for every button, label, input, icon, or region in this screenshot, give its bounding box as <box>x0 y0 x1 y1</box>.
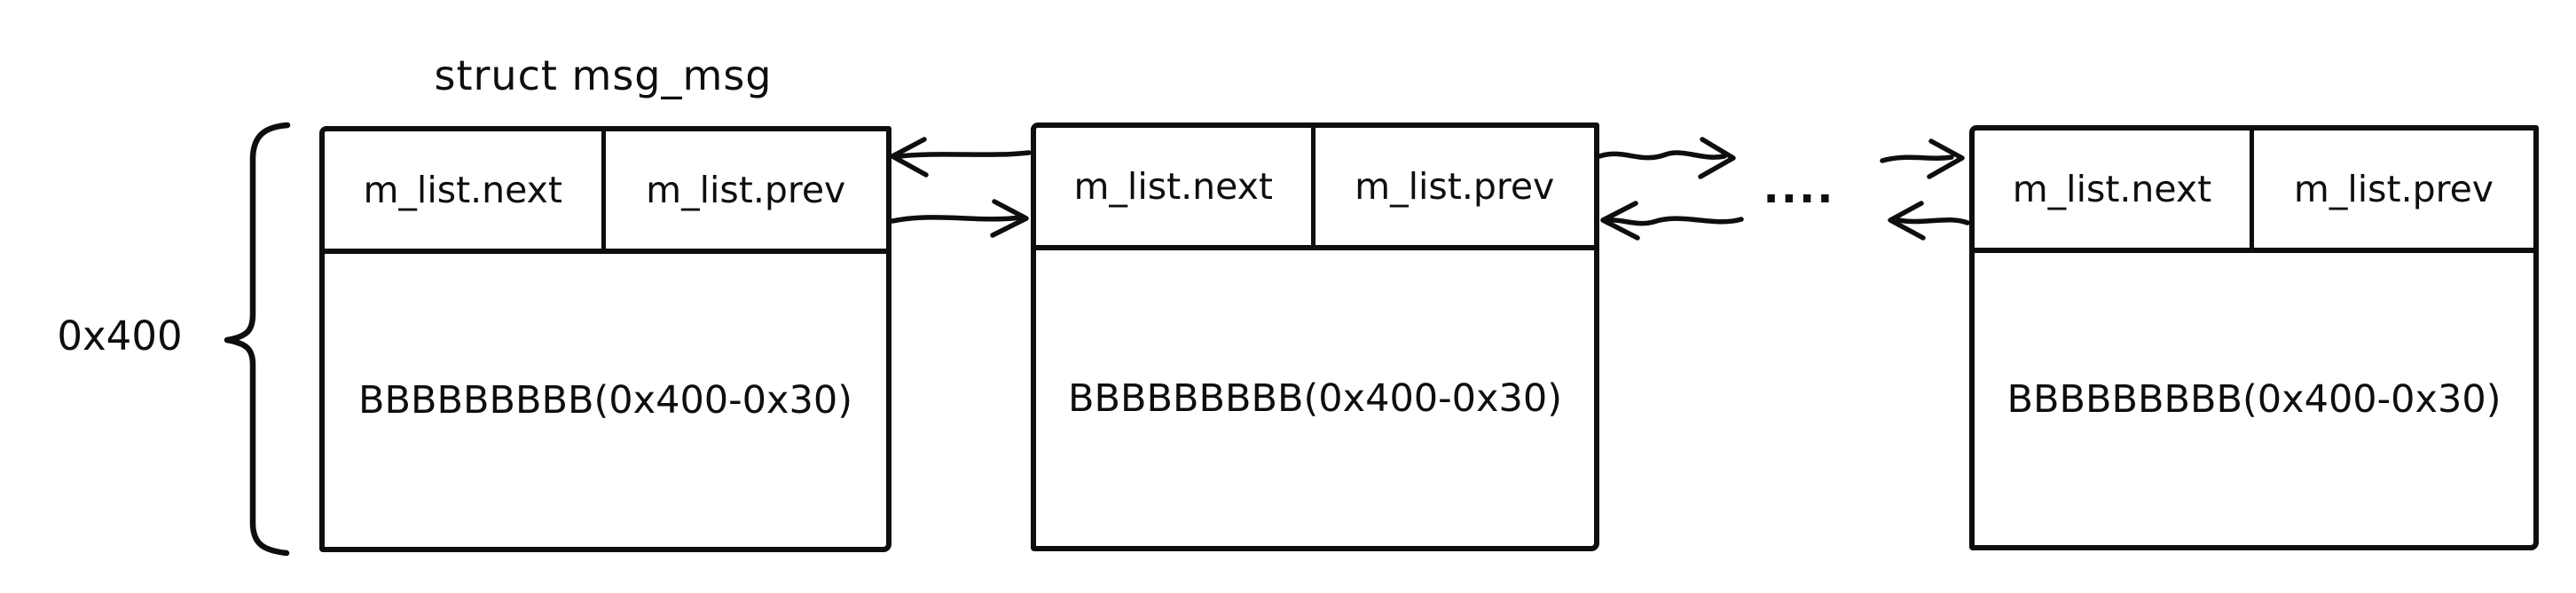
msg-node-2-header: m_list.next m_list.prev <box>1036 128 1594 250</box>
msg-node-1-field-prev: m_list.prev <box>646 169 846 211</box>
arrow-node2-to-ellipsis-icon <box>1597 137 1736 179</box>
size-label: 0x400 <box>57 312 183 360</box>
msg-node-2-field-next: m_list.next <box>1036 128 1315 245</box>
msg-node-1: m_list.next m_list.prev BBBBBBBBB(0x400-… <box>319 126 891 552</box>
msg-node-2-body: BBBBBBBBB(0x400-0x30) <box>1068 376 1562 421</box>
msg-node-3-field-next: m_list.next <box>1975 130 2254 248</box>
msg-node-1-field-next: m_list.next <box>325 131 606 249</box>
msg-node-3-header: m_list.next m_list.prev <box>1975 130 2533 253</box>
msg-node-1-header: m_list.next m_list.prev <box>325 131 886 254</box>
msg-node-3-field-prev: m_list.prev <box>2293 168 2494 210</box>
ellipsis-label: .... <box>1763 163 1835 213</box>
arrow-ellipsis-to-node2-icon <box>1600 201 1744 241</box>
msg-node-1-body: BBBBBBBBB(0x400-0x30) <box>358 378 852 423</box>
msg-node-2: m_list.next m_list.prev BBBBBBBBB(0x400-… <box>1031 123 1599 551</box>
msg-node-3: m_list.next m_list.prev BBBBBBBBB(0x400-… <box>1969 125 2539 550</box>
msg-node-3-body: BBBBBBBBB(0x400-0x30) <box>2007 376 2501 422</box>
arrow-node1-to-node2-icon <box>890 199 1029 238</box>
arrow-node2-to-node1-icon <box>890 137 1032 178</box>
msg-node-2-field-prev: m_list.prev <box>1355 165 1555 208</box>
struct-title: struct msg_msg <box>434 51 773 99</box>
arrow-ellipsis-to-node3-icon <box>1880 138 1965 179</box>
arrow-node3-to-ellipsis-icon <box>1888 201 1970 241</box>
